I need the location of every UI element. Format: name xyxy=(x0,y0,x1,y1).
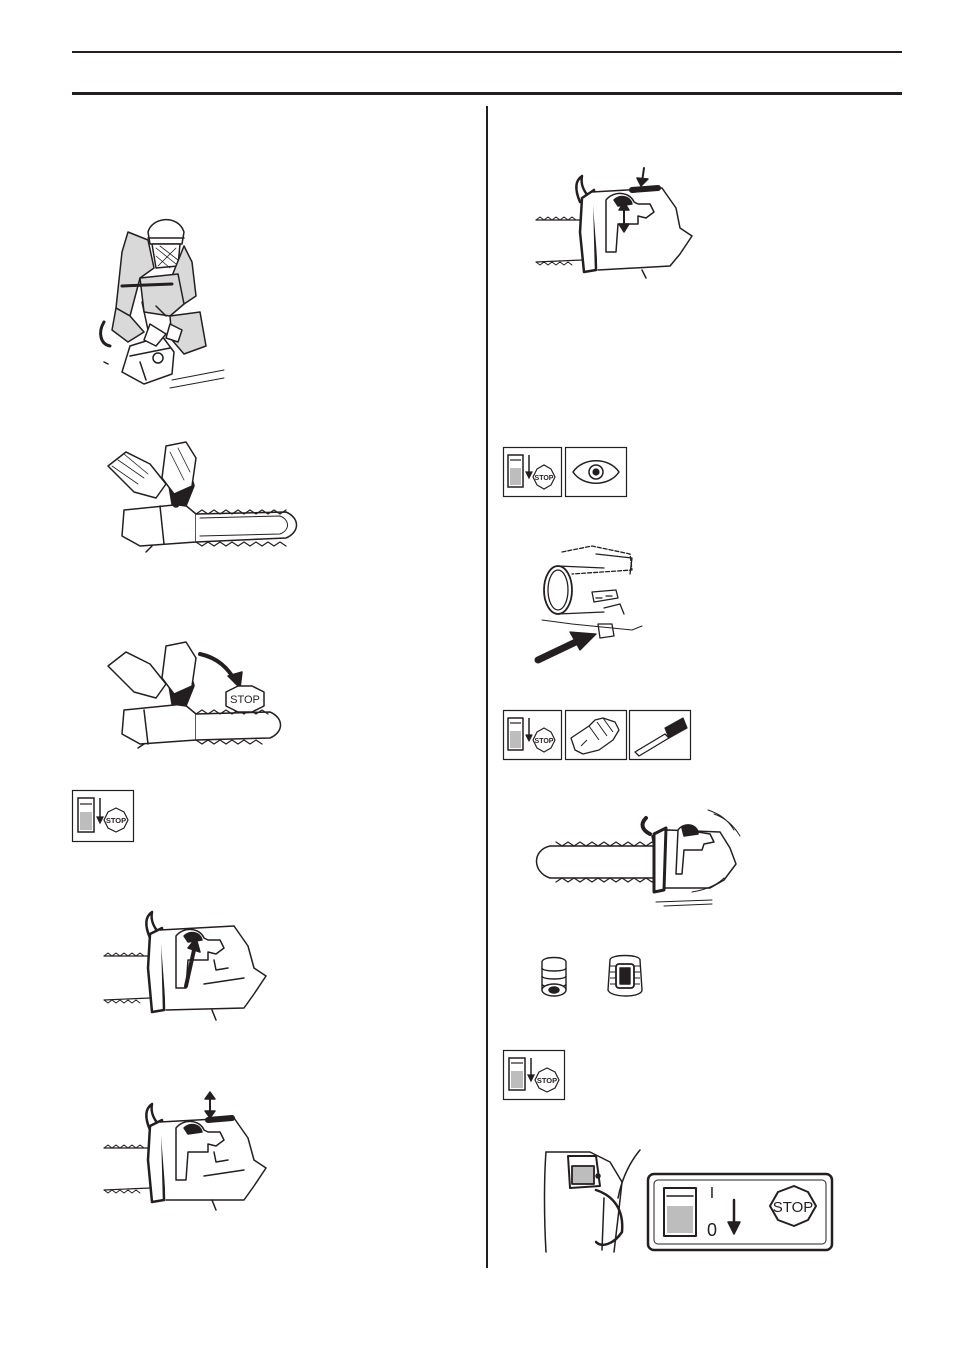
figure-clutch-inspection xyxy=(532,540,656,664)
stop-symbol-label-4: STOP xyxy=(537,1076,557,1085)
figure-saw-vibration xyxy=(528,808,742,906)
symbol-stop-switch-right: STOP xyxy=(503,1050,565,1100)
header-rule-top xyxy=(72,51,902,53)
figure-throttle-lockout-down xyxy=(536,166,692,282)
symbol-stop-and-inspect: STOP xyxy=(503,447,627,497)
symbol-stop-switch-left: STOP xyxy=(72,790,134,842)
stop-symbol-label-2: STOP xyxy=(535,475,554,482)
figure-chain-brake-activate: STOP xyxy=(104,640,284,748)
figure-stop-switch-location: I 0 STOP xyxy=(540,1148,836,1256)
figure-throttle-double-arrow-left xyxy=(104,1090,266,1212)
column-divider xyxy=(486,106,488,1268)
stop-symbol-label: STOP xyxy=(106,816,126,825)
figure-operator-starting-saw xyxy=(100,212,225,394)
figure-throttle-lockout-up xyxy=(104,908,266,1026)
switch-off-mark: 0 xyxy=(707,1220,717,1240)
stop-sign-label: STOP xyxy=(230,694,260,706)
figure-chain-brake-hand-1 xyxy=(104,440,300,552)
stop-symbol-label-3: STOP xyxy=(535,738,554,745)
symbol-stop-glove-brush: STOP xyxy=(503,710,691,760)
header-rule-bottom xyxy=(72,92,902,95)
figure-anti-vibration-elements xyxy=(532,950,656,1004)
decal-stop-label: STOP xyxy=(773,1199,814,1216)
switch-on-mark: I xyxy=(710,1185,714,1202)
